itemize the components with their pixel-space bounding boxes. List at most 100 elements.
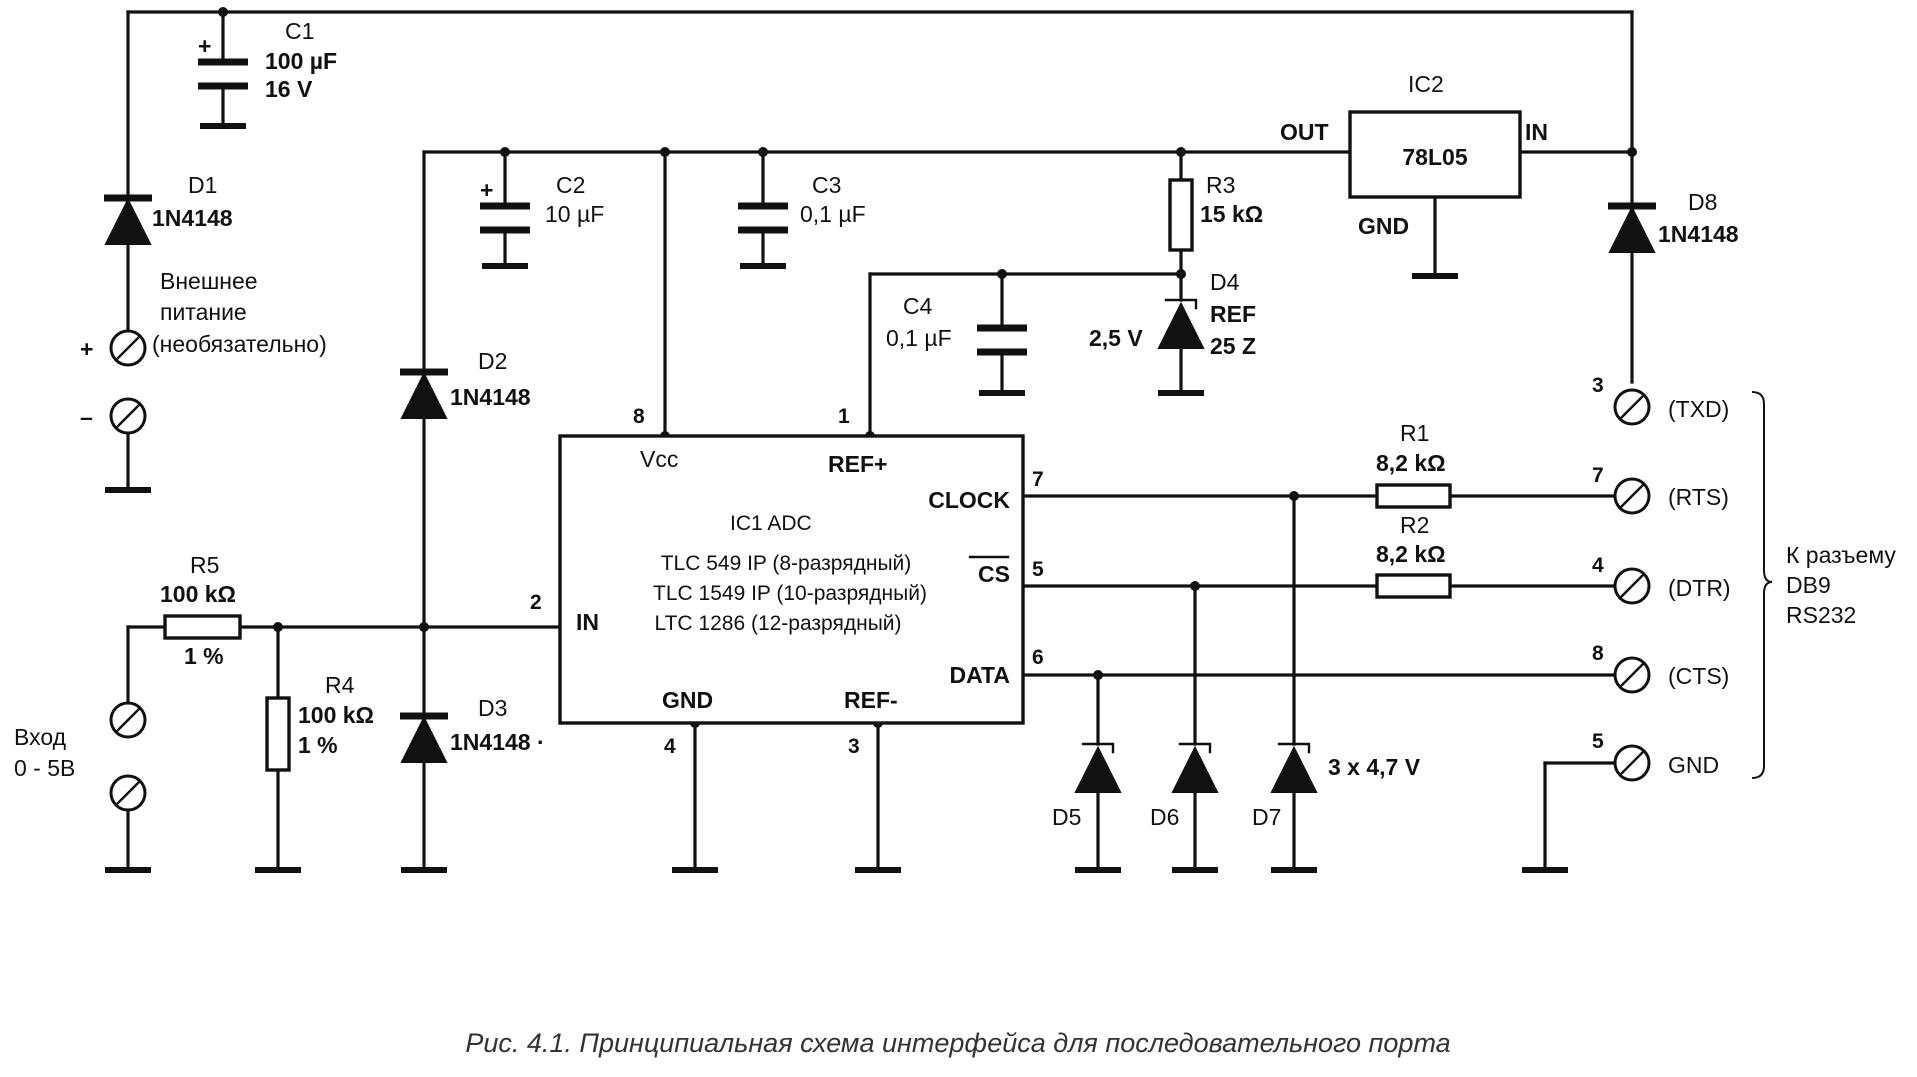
c2-name: C2 (556, 172, 585, 198)
terminal-txd-signal: (TXD) (1668, 396, 1729, 422)
input-label-line1: Вход (14, 724, 67, 750)
ext-power-line2: питание (160, 299, 247, 325)
terminal-cts-number: 8 (1592, 642, 1604, 665)
d4-part-line1: REF (1210, 301, 1256, 327)
ic1-gnd-label: GND (662, 687, 713, 713)
external-power-terminals: + – Внешнее питание (необязательно) (80, 268, 327, 435)
c4-name: C4 (903, 293, 933, 319)
adc-ic1: 8 1 Vcc REF+ CLOCK CS DATA IN GND REF- 7… (530, 405, 1044, 758)
r4-value: 100 kΩ (298, 702, 374, 728)
ic1-vcc-label: Vcc (640, 446, 678, 472)
d5-name: D5 (1052, 804, 1081, 830)
d2-part: 1N4148 (450, 384, 531, 410)
terminal-gnd-signal: GND (1668, 752, 1719, 778)
terminal-txd-number: 3 (1592, 374, 1604, 397)
d8-name: D8 (1688, 189, 1717, 215)
connector-label-line1: К разъему (1786, 542, 1896, 568)
ic1-title: IC1 ADC (730, 512, 812, 535)
input-label-line2: 0 - 5В (14, 755, 75, 781)
diode-d2: D2 1N4148 (400, 348, 531, 419)
diode-d1: D1 1N4148 (104, 172, 233, 245)
capacitor-c3: C3 0,1 µF (738, 172, 866, 234)
c2-plus-sign: + (480, 177, 493, 203)
capacitor-c2: + C2 10 µF (480, 172, 604, 234)
terminal-gnd: 5 GND (1592, 730, 1719, 782)
d2-name: D2 (478, 348, 507, 374)
zener-d7: D7 (1252, 742, 1318, 830)
input-terminals: Вход 0 - 5В (14, 701, 147, 812)
db9-terminals: 3 (TXD) 7 (RTS) 4 (DTR) 8 (CTS) 5 GND (1592, 374, 1731, 782)
r5-value: 100 kΩ (160, 581, 236, 607)
r1-name: R1 (1400, 420, 1429, 446)
d4-name: D4 (1210, 269, 1240, 295)
resistor-r2: R2 8,2 kΩ (1375, 512, 1452, 599)
r2-value: 8,2 kΩ (1376, 541, 1446, 567)
figure-caption: Рис. 4.1. Принципиальная схема интерфейс… (465, 1028, 1450, 1058)
connector-label-line2: DB9 (1786, 572, 1831, 598)
ic1-pin6-number: 6 (1032, 646, 1044, 669)
c1-voltage: 16 V (265, 76, 313, 102)
terminal-rts: 7 (RTS) (1592, 464, 1729, 515)
c1-plus-sign: + (198, 33, 211, 59)
zener-d5: D5 (1052, 742, 1122, 830)
regulator-ic2: 78L05 IC2 OUT IN GND (1280, 71, 1548, 239)
r5-tolerance: 1 % (184, 643, 224, 669)
d3-name: D3 (478, 695, 507, 721)
r5-name: R5 (190, 552, 219, 578)
r4-tolerance: 1 % (298, 732, 338, 758)
ic1-pin4-number: 4 (664, 735, 676, 758)
zener-d4: D4 REF 25 Z 2,5 V (1089, 269, 1256, 359)
terminal-cts: 8 (CTS) (1592, 642, 1729, 694)
ic1-pin3-number: 3 (848, 735, 860, 758)
r1-value: 8,2 kΩ (1376, 450, 1446, 476)
terminal-dtr-signal: (DTR) (1668, 575, 1731, 601)
connector-label-line3: RS232 (1786, 602, 1856, 628)
d3-part: 1N4148 · (450, 729, 545, 755)
terminal-txd: 3 (TXD) (1592, 374, 1729, 426)
ic1-pin1-number: 1 (838, 405, 850, 428)
d8-part: 1N4148 (1658, 221, 1739, 247)
capacitor-c1: + C1 100 µF 16 V (198, 18, 337, 102)
ic2-part: 78L05 (1402, 144, 1467, 170)
ic1-pin8-number: 8 (633, 405, 645, 428)
resistor-r1: R1 8,2 kΩ (1375, 420, 1452, 509)
diode-d8: D8 1N4148 (1608, 189, 1739, 253)
ic1-refm-label: REF- (844, 687, 898, 713)
junction-dots (218, 7, 1637, 728)
ic1-pin7-number: 7 (1032, 468, 1044, 491)
ic1-data-label: DATA (950, 662, 1010, 688)
ground-symbols (105, 123, 1568, 873)
ic1-line3: LTC 1286 (12-разрядный) (654, 612, 901, 635)
ic1-pin2-number: 2 (530, 591, 542, 614)
ext-power-minus: – (80, 404, 93, 430)
ic2-name: IC2 (1408, 71, 1444, 97)
diode-d3: D3 1N4148 · (400, 695, 545, 763)
ext-power-plus: + (80, 336, 93, 362)
terminal-gnd-number: 5 (1592, 730, 1604, 753)
wires (126, 10, 1634, 872)
c3-name: C3 (812, 172, 841, 198)
d1-name: D1 (188, 172, 217, 198)
terminal-dtr: 4 (DTR) (1592, 554, 1731, 605)
ic1-line1: TLC 549 IP (8-разрядный) (661, 552, 912, 575)
d6-name: D6 (1150, 804, 1179, 830)
ic1-line2: TLC 1549 IP (10-разрядный) (653, 582, 927, 605)
r3-value: 15 kΩ (1200, 201, 1263, 227)
ic1-cs-label: CS (978, 561, 1010, 587)
terminal-dtr-number: 4 (1592, 554, 1604, 577)
d7-name: D7 (1252, 804, 1281, 830)
c3-value: 0,1 µF (800, 201, 866, 227)
c4-value: 0,1 µF (886, 325, 952, 351)
resistor-r5: R5 100 kΩ 1 % (160, 552, 242, 669)
r4-name: R4 (325, 672, 355, 698)
ic1-in-label: IN (576, 609, 599, 635)
ext-power-line3: (необязательно) (152, 331, 327, 357)
ext-power-line1: Внешнее (160, 268, 258, 294)
capacitor-c4: C4 0,1 µF (886, 293, 1027, 356)
d4-part-line2: 25 Z (1210, 333, 1256, 359)
connector-brace (1751, 391, 1773, 779)
terminal-rts-signal: (RTS) (1668, 484, 1729, 510)
ic2-out-label: OUT (1280, 119, 1329, 145)
d1-part: 1N4148 (152, 205, 233, 231)
